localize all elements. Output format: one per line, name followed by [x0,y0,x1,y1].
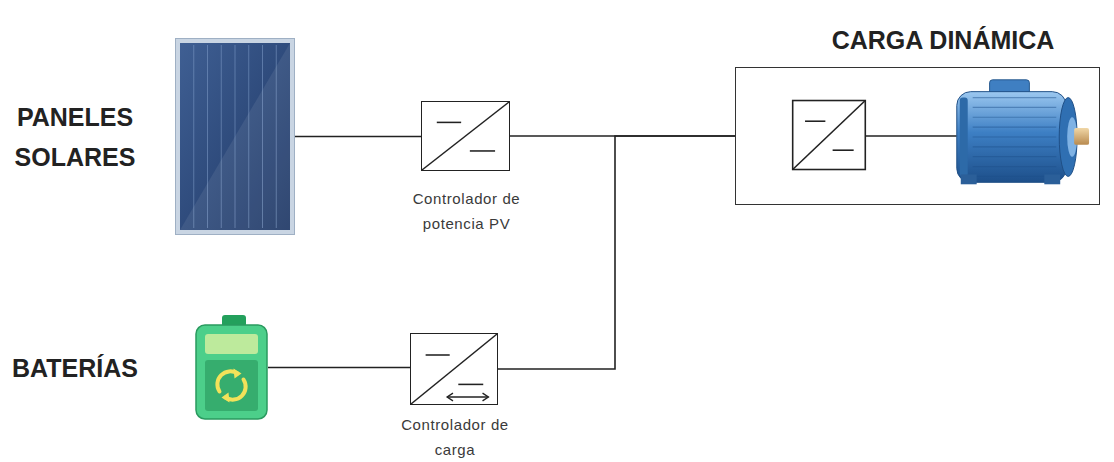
drawing-path [447,393,453,401]
drawing-line [422,102,509,170]
converter-box: Controlador de potencia PV [421,101,510,171]
drawing-line [973,166,1057,167]
drawing-path [234,369,242,379]
power-wire [295,136,421,138]
drawing-line [973,97,1057,98]
drawing-rect [957,92,1066,183]
drawing-line [793,101,866,170]
converter-box: Controlador de carga [410,333,498,405]
drawing-rect [793,101,866,170]
drawing-rect [960,98,968,177]
drawing-line [411,334,497,404]
drawing-line [865,135,956,137]
drawing-line [973,107,1057,108]
drawing-path [222,393,230,403]
drawing-line [973,136,1057,137]
section-label: PANELES SOLARES [0,97,150,177]
drawing-line [833,149,854,151]
power-wire [498,136,735,369]
drawing-line [193,45,194,228]
drawing-line [470,150,495,152]
drawing-rect [1044,174,1060,184]
drawing-path [180,43,290,230]
drawing-line [973,127,1057,128]
power-wire [268,367,410,369]
load-box: CARGA DINÁMICA [735,67,1100,205]
drawing-svg [175,38,295,235]
drawing-line [973,146,1057,147]
drawing-rect [205,360,258,411]
drawing-line [437,122,461,124]
drawing-line [426,354,450,356]
battery-icon: BATERÍAS [195,315,268,420]
section-label: CARGA DINÁMICA [793,20,1093,60]
drawing-line [447,396,488,397]
drawing-svg [411,334,497,404]
solar-panel: PANELES SOLARES [175,38,295,235]
drawing-rect [196,325,267,419]
section-label: BATERÍAS [0,348,150,388]
drawing-svg [736,68,1099,204]
drawing-rect [176,39,295,235]
drawing-line [805,120,825,122]
drawing-rect [205,334,258,354]
drawing-path [483,393,489,401]
drawing-line [973,156,1057,157]
drawing-line [458,384,483,386]
controller-caption: Controlador de potencia PV [402,186,532,236]
drawing-line [973,176,1057,177]
drawing-rect [180,43,290,230]
drawing-rect [1074,128,1089,145]
drawing-svg [422,102,509,170]
drawing-rect [961,174,977,184]
drawing-line [973,117,1057,118]
controller-caption: Controlador de carga [390,412,520,462]
drawing-svg [195,315,268,420]
